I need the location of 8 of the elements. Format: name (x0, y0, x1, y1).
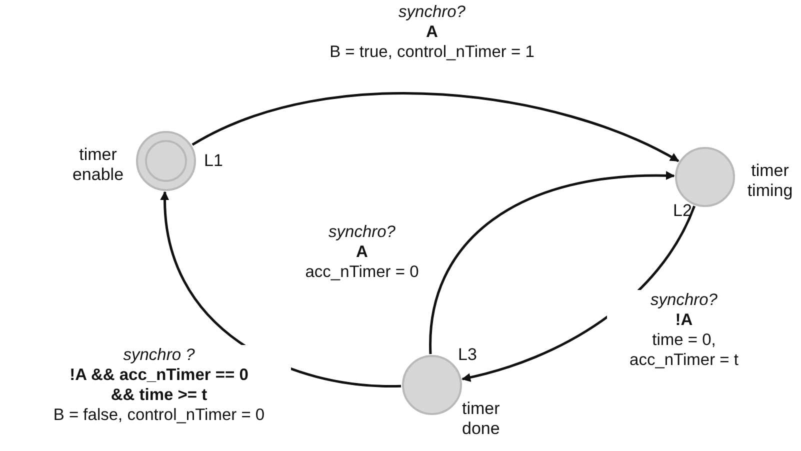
location-name: timer done (462, 399, 501, 439)
location-comment: timer enable (71, 145, 125, 185)
location-name: L2 (673, 201, 692, 221)
transition-arrow (429, 171, 675, 354)
location-name: L1 (204, 151, 223, 171)
location-name: L3 (458, 345, 477, 365)
location-comment: timer timing (746, 161, 794, 201)
transition-arrow (192, 92, 680, 162)
